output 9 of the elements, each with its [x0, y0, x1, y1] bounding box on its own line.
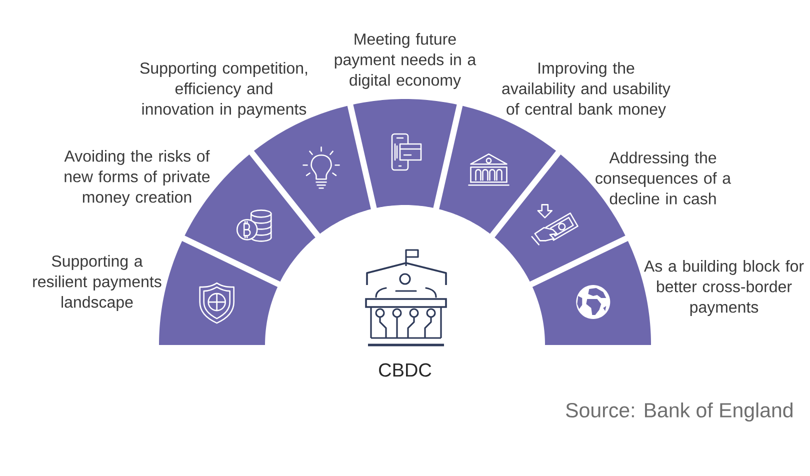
segment-label: Supporting competition, efficiency and innovation in payments	[140, 62, 308, 118]
segment-label: As a building block for better cross-border payments	[644, 260, 804, 316]
segment-label: Avoiding the risks of new forms of private money creation	[64, 150, 210, 206]
segment-label: Meeting future payment needs in a digital economy	[334, 33, 476, 89]
source-note: Source: Bank of England	[566, 402, 792, 422]
segment-label: Supporting a resilient payments landscape	[33, 255, 162, 311]
segment-label: Addressing the consequences of a decline in cash	[596, 152, 732, 204]
center-label: CBDC	[379, 363, 432, 377]
segment-label: Improving the availability and usability of central bank money	[502, 62, 670, 118]
